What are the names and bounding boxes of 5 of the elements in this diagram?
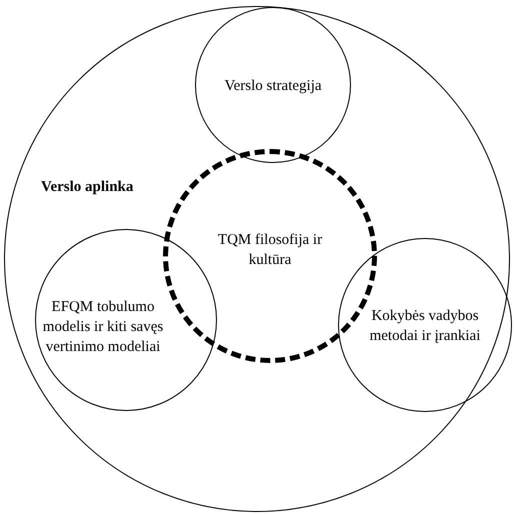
circle-label: Verslo strategija (223, 77, 323, 96)
region-label: Verslo aplinka (41, 178, 134, 197)
circle-label: Kokybės vadybos metodai ir įrankiai (368, 307, 482, 346)
circle-label: EFQM tobulumo modelis ir kiti savęs vertinimo modeliai (42, 298, 164, 357)
circle-label: TQM filosofija ir kultūra (216, 231, 324, 270)
